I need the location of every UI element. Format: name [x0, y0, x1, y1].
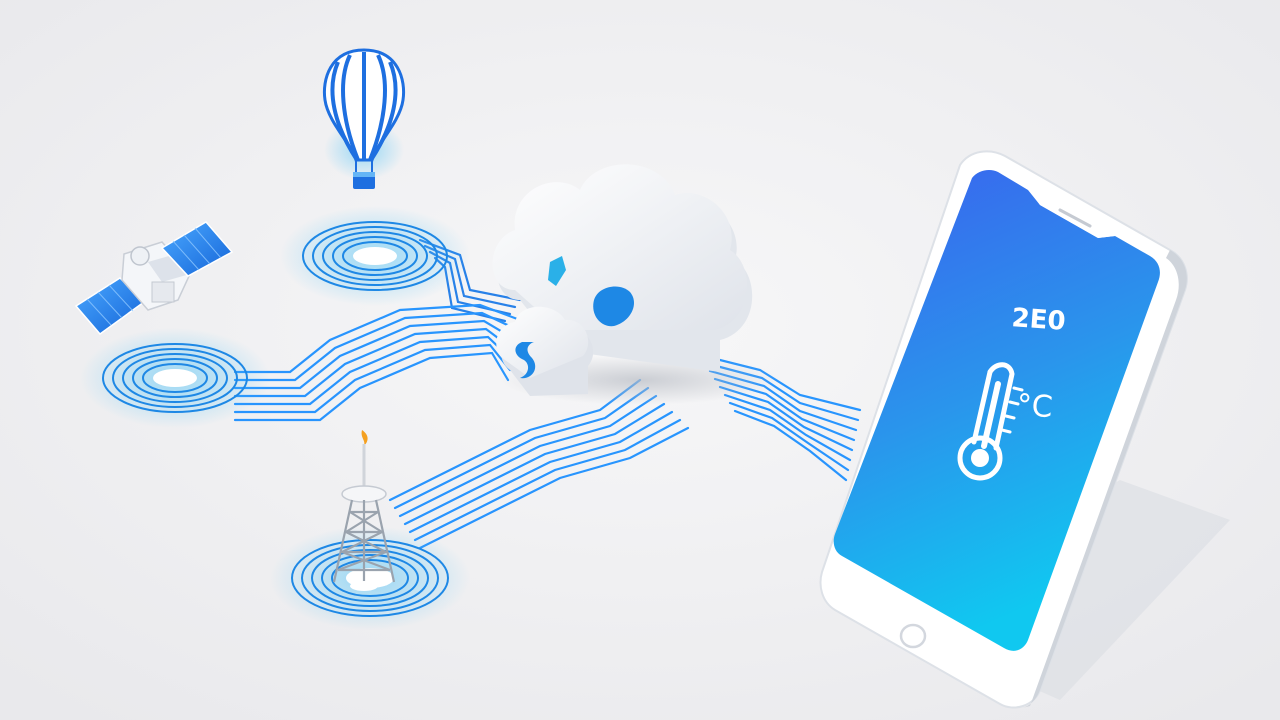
radio-tower-icon — [332, 430, 396, 591]
node-satellite — [80, 328, 270, 428]
cloud-icon — [492, 164, 780, 405]
temperature-unit: °C — [1016, 388, 1054, 425]
small-cloud — [496, 306, 594, 396]
node-tower — [270, 526, 470, 630]
thermometer-icon — [957, 362, 1024, 481]
smartphone-icon: 2E0 °C — [819, 150, 1230, 709]
satellite-icon — [74, 221, 234, 336]
hot-air-balloon-icon — [322, 48, 406, 189]
trace-satellite-cloud — [233, 303, 522, 422]
temperature-reading: 2E0 — [1011, 303, 1067, 337]
node-balloon — [280, 206, 470, 306]
